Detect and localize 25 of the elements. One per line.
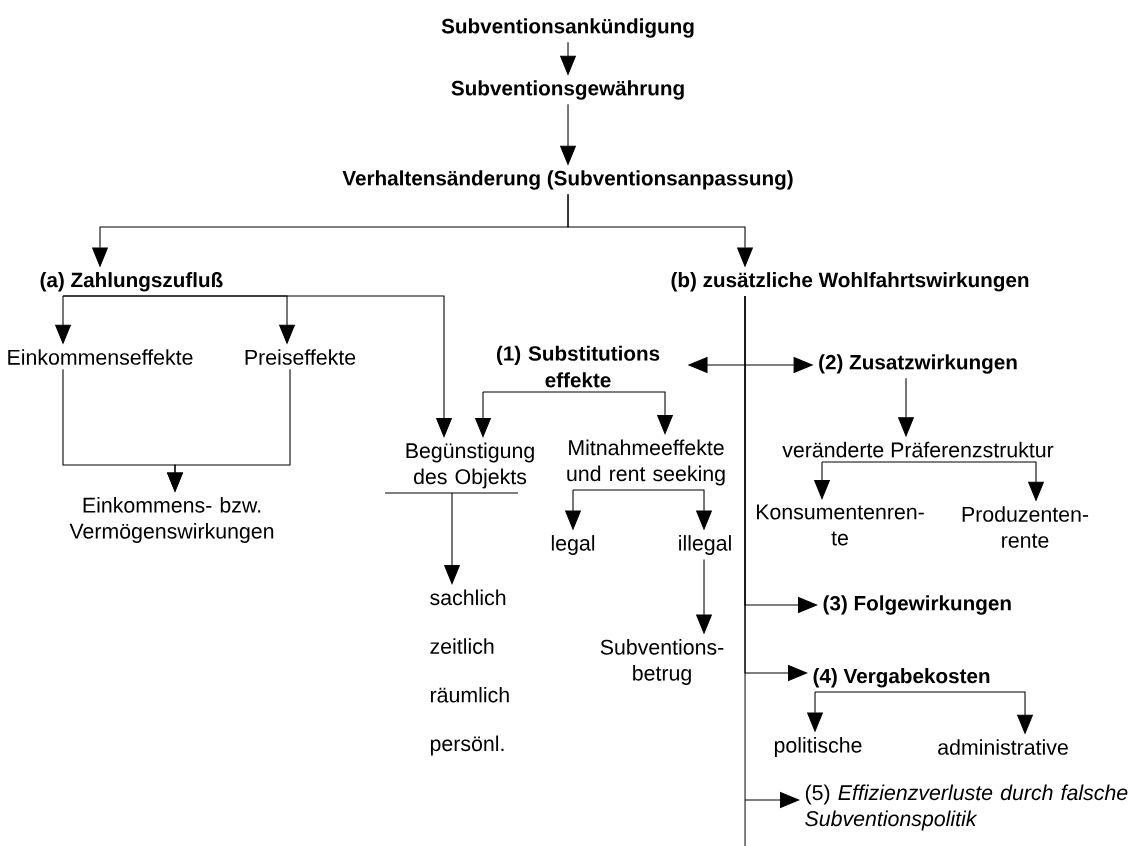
heading: (2) Zusatzwirkungen — [819, 354, 1017, 374]
heading: (a) Zahlungszufluß — [40, 272, 223, 292]
term: Begünstigung des Objekts — [406, 442, 534, 489]
heading: (1) Substitutions effekte — [496, 345, 660, 388]
term: veränderte Präferenzstruktur — [782, 441, 1054, 458]
heading: (3) Folgewirkungen — [823, 595, 1011, 615]
term: administrative — [938, 739, 1068, 755]
term: politische — [774, 737, 862, 757]
term: illegal — [679, 535, 731, 555]
term: Mitnahmeeffekte und rent seeking — [567, 439, 725, 486]
heading: Subventionsgewährung — [451, 80, 684, 100]
term: Preiseffekte — [245, 349, 356, 365]
heading: (4) Vergabekosten — [813, 668, 990, 688]
term: Einkommens- bzw. Vermögenswirkungen — [69, 497, 274, 543]
term: Subventions- betrug — [600, 639, 724, 685]
term: Konsumentenren- te — [757, 504, 924, 546]
heading: Verhaltensänderung (Subventionsanpassung) — [342, 170, 793, 190]
arrow — [744, 295, 800, 846]
heading: (b) zusätzliche Wohlfahrtswirkungen — [671, 272, 1029, 292]
term: (5) Effizienzverluste durch falsche Subventionspolitik — [805, 784, 1128, 831]
term: Produzenten- rente — [962, 506, 1089, 548]
heading: Subventionsankündigung — [441, 18, 694, 38]
term: sachlich zeitlich räumlich persönl. — [430, 589, 509, 756]
term: legal — [551, 535, 595, 555]
term: Einkommenseffekte — [8, 349, 193, 365]
